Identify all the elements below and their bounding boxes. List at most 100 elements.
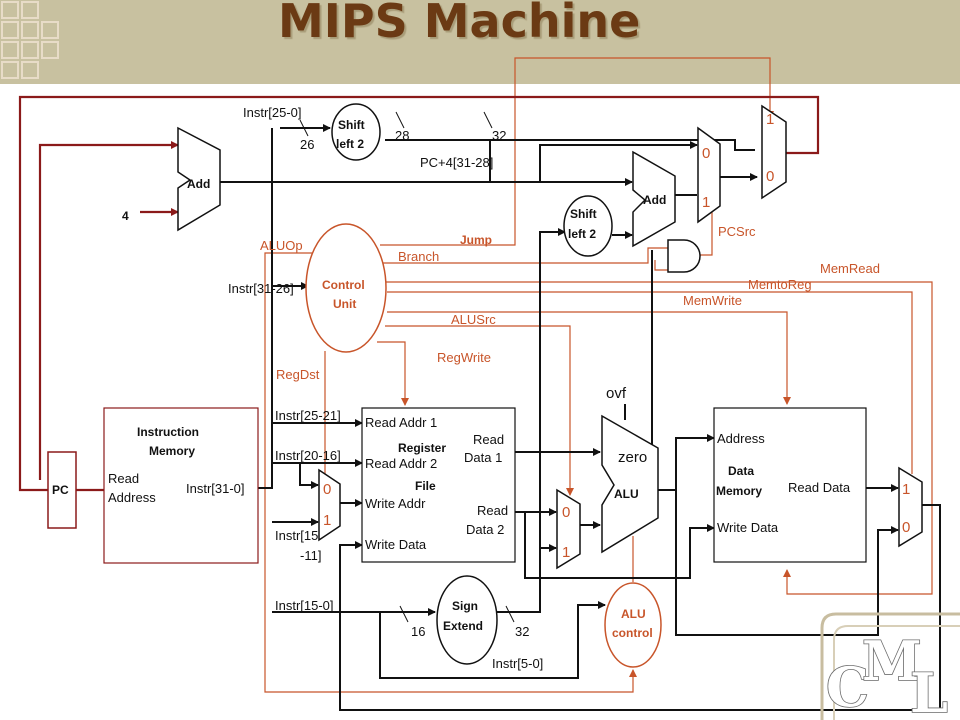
sign-extend-label-2: Extend [443, 619, 483, 633]
memtoreg-label: MemtoReg [748, 277, 812, 292]
reg-read-data-2a: Read [477, 503, 508, 518]
reg-title-1: Register [398, 441, 446, 455]
branch-and-gate [667, 239, 701, 273]
reg-title-2: File [415, 479, 436, 493]
pcsrc-mux-in-0: 0 [702, 145, 710, 162]
sign-extend [436, 575, 498, 665]
alu-control [604, 582, 662, 668]
branch-adder-label: Add [643, 193, 666, 207]
dmem-title-1: Data [728, 464, 754, 478]
branch-adder [632, 150, 676, 248]
control-wires [264, 57, 933, 693]
bus-width-ticks [299, 111, 515, 623]
constant-four: 4 [122, 209, 129, 223]
alu-control-label-2: control [612, 626, 653, 640]
dmem-read-data: Read Data [788, 480, 851, 495]
instr-25-0-label: Instr[25-0] [243, 105, 302, 120]
branch-shift-label-1: Shift [570, 207, 597, 221]
logo-letter-c: C [826, 655, 869, 719]
pc-wires [18, 95, 820, 492]
control-unit-label-1: Control [322, 278, 365, 292]
jump-shift-left [331, 103, 381, 161]
sign-extend-label-1: Sign [452, 599, 478, 613]
register-file [361, 407, 516, 563]
jump-shift-label-2: left 2 [336, 137, 364, 151]
instr-20-16-label: Instr[20-16] [275, 448, 341, 463]
jump-mux-in-1: 1 [766, 111, 774, 128]
width-28-label: 28 [395, 128, 409, 143]
width-16-label: 16 [411, 624, 425, 639]
instr-mem-title-2: Memory [149, 444, 195, 458]
pc-adder-label: Add [187, 177, 210, 191]
cml-logo: C M L [820, 612, 960, 720]
instr-5-0-label: Instr[5-0] [492, 656, 543, 671]
jump-shift-label-1: Shift [338, 118, 365, 132]
alusrc-mux [556, 488, 581, 570]
aluop-label: ALUOp [260, 238, 303, 253]
page-title: MIPS Machine [278, 0, 641, 48]
pc-adder [177, 126, 221, 232]
pc-register [47, 451, 77, 529]
width-26-label: 26 [300, 137, 314, 152]
regdst-mux [318, 468, 341, 542]
memtoreg-mux-in-0: 0 [902, 519, 910, 536]
corner-decoration [1, 1, 59, 79]
instr-15-11-label-a: Instr[15 [275, 528, 318, 543]
pcsrc-label: PCSrc [718, 224, 756, 239]
regdst-mux-in-0: 0 [323, 481, 331, 498]
alu-overflow-label: ovf [606, 385, 627, 402]
jump-mux-in-0: 0 [766, 168, 774, 185]
header-band [0, 0, 960, 84]
datapath-wires [220, 124, 941, 711]
instr-15-11-label-b: -11] [300, 548, 321, 563]
pc-label: PC [52, 483, 69, 497]
alu-zero-label: zero [618, 449, 647, 466]
branch-shift-label-2: left 2 [568, 227, 596, 241]
memtoreg-mux-in-1: 1 [902, 481, 910, 498]
memwrite-label: MemWrite [683, 293, 742, 308]
logo-letter-m: M [862, 629, 922, 693]
branch-label: Branch [398, 249, 439, 264]
reg-write-data: Write Data [365, 537, 427, 552]
control-unit-label-2: Unit [333, 297, 356, 311]
pc4-bits-label: PC+4[31-28] [420, 155, 493, 170]
dmem-address: Address [717, 431, 765, 446]
alu [601, 414, 659, 554]
alusrc-mux-in-1: 1 [562, 544, 570, 561]
branch-shift-left [563, 195, 613, 257]
regdst-label: RegDst [276, 367, 320, 382]
instruction-memory [103, 407, 259, 564]
reg-read-data-1a: Read [473, 432, 504, 447]
instr-15-0-label: Instr[15-0] [275, 598, 334, 613]
pcsrc-mux [697, 126, 721, 224]
dmem-title-2: Memory [716, 484, 762, 498]
alu-label: ALU [614, 487, 639, 501]
instr-mem-read-1: Read [108, 471, 139, 486]
regdst-mux-in-1: 1 [323, 512, 331, 529]
alu-control-label-1: ALU [621, 607, 646, 621]
instr-mem-read-2: Address [108, 490, 156, 505]
reg-read-data-2b: Data 2 [466, 522, 504, 537]
instr-mem-output: Instr[31-0] [186, 481, 245, 496]
width-32b-label: 32 [515, 624, 529, 639]
instr-31-26-label: Instr[31-26] [228, 281, 294, 296]
data-memory [713, 407, 867, 563]
instr-25-21-label: Instr[25-21] [275, 408, 341, 423]
width-32a-label: 32 [492, 128, 506, 143]
reg-read-addr-1: Read Addr 1 [365, 415, 437, 430]
memtoreg-mux [898, 466, 923, 548]
control-unit [305, 223, 387, 353]
regwrite-label: RegWrite [437, 350, 491, 365]
logo-letter-l: L [910, 661, 948, 720]
reg-read-data-1b: Data 1 [464, 450, 502, 465]
alusrc-mux-in-0: 0 [562, 504, 570, 521]
reg-read-addr-2: Read Addr 2 [365, 456, 437, 471]
jump-label: Jump [460, 233, 492, 247]
dmem-write-data: Write Data [717, 520, 779, 535]
instr-mem-title-1: Instruction [137, 425, 199, 439]
memread-label: MemRead [820, 261, 880, 276]
pcsrc-mux-in-1: 1 [702, 194, 710, 211]
reg-write-addr: Write Addr [365, 496, 426, 511]
